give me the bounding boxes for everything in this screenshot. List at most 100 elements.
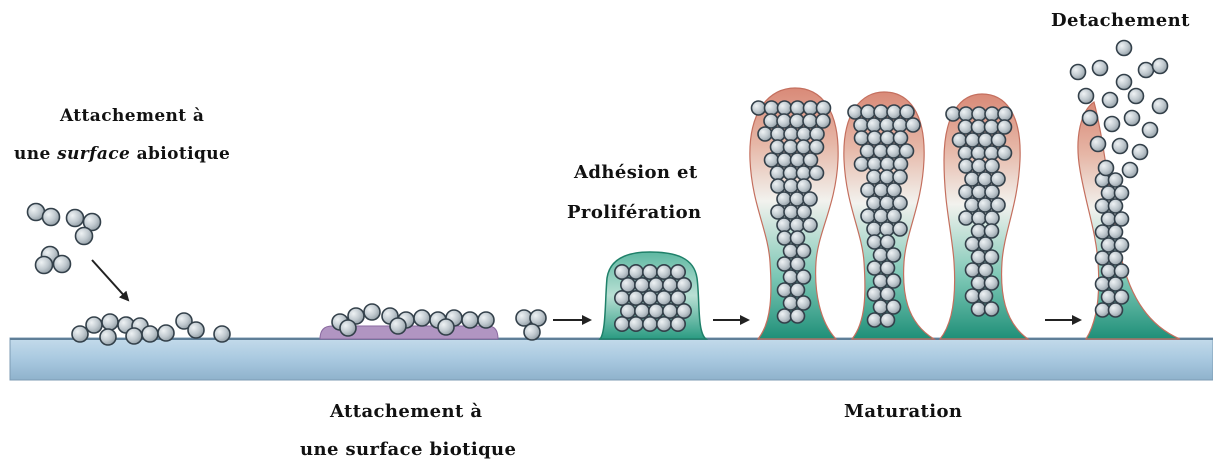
- bacterium-cell: [76, 228, 93, 245]
- bacterium-cell: [629, 317, 643, 331]
- bacterium-cell: [985, 276, 999, 290]
- bacterium-cell: [880, 118, 894, 132]
- bacterium-cell: [893, 196, 907, 210]
- bacterium-cell: [784, 166, 798, 180]
- bacterium-cell: [861, 144, 875, 158]
- bacterium-cell: [791, 309, 805, 323]
- bacterium-cell: [861, 209, 875, 223]
- bacterium-cell: [959, 120, 973, 134]
- bacterium-cell: [985, 107, 999, 121]
- bacterium-cell: [985, 224, 999, 238]
- bacterium-cell: [810, 127, 824, 141]
- bacterium-cell: [158, 325, 174, 341]
- bacterium-cell: [874, 300, 888, 314]
- bacterium-cell: [629, 265, 643, 279]
- bacterium-cell: [777, 114, 791, 128]
- bacterium-cell: [1091, 137, 1106, 152]
- bacterium-cell: [985, 159, 999, 173]
- bacterium-cell: [959, 159, 973, 173]
- bacterium-cell: [635, 304, 649, 318]
- bacterium-cell: [992, 133, 1006, 147]
- bacterium-cell: [867, 170, 881, 184]
- bacterium-cell: [43, 209, 60, 226]
- bacterium-cell: [784, 179, 798, 193]
- bacterium-cell: [972, 185, 986, 199]
- bacterium-cell: [1109, 277, 1123, 291]
- bacterium-cell: [998, 120, 1012, 134]
- bacterium-cell: [649, 304, 663, 318]
- bacterium-cell: [894, 131, 908, 145]
- bacterium-cell: [649, 278, 663, 292]
- bacterium-cell: [1133, 145, 1148, 160]
- bacterium-cell: [86, 317, 102, 333]
- bacterium-cell: [855, 157, 869, 171]
- bacterium-cell: [791, 257, 805, 271]
- bacterium-cell: [1115, 290, 1129, 304]
- bacterium-cell: [972, 107, 986, 121]
- bacterium-cell: [797, 296, 811, 310]
- bacterium-cell: [524, 324, 540, 340]
- bacterium-cell: [790, 218, 804, 232]
- bacterium-cell: [657, 265, 671, 279]
- bacterium-cell: [817, 101, 831, 115]
- bacterium-cell: [881, 131, 895, 145]
- bacterium-cell: [959, 146, 973, 160]
- bacterium-cell: [1096, 251, 1110, 265]
- bacterium-cell: [142, 326, 158, 342]
- bacterium-cell: [1109, 199, 1123, 213]
- bacterium-cell: [1083, 111, 1098, 126]
- bacterium-cell: [972, 120, 986, 134]
- bacterium-cell: [790, 192, 804, 206]
- bacterium-cell: [671, 265, 685, 279]
- bacterium-cell: [671, 317, 685, 331]
- bacterium-cell: [643, 265, 657, 279]
- bacterium-cell: [643, 317, 657, 331]
- bacterium-cell: [67, 210, 84, 227]
- bacterium-cell: [797, 244, 811, 258]
- bacterium-cell: [874, 248, 888, 262]
- bacterium-cell: [880, 196, 894, 210]
- bacterium-cell: [881, 287, 895, 301]
- bacterium-cell: [777, 218, 791, 232]
- bacterium-cell: [784, 140, 798, 154]
- bacterium-cell: [791, 231, 805, 245]
- bacterium-cell: [364, 304, 380, 320]
- bacterium-cell: [791, 283, 805, 297]
- bacterium-cell: [72, 326, 88, 342]
- bacterium-cell: [979, 263, 993, 277]
- bacterium-cell: [1117, 41, 1132, 56]
- bacterium-cell: [188, 322, 204, 338]
- bacterium-cell: [1096, 199, 1110, 213]
- bacterium-cell: [1153, 59, 1168, 74]
- bacterium-cell: [1103, 93, 1118, 108]
- bacterium-cell: [1096, 303, 1110, 317]
- bacterium-cell: [778, 101, 792, 115]
- bacterium-cell: [998, 107, 1012, 121]
- bacterium-cell: [965, 172, 979, 186]
- bacterium-cell: [874, 105, 888, 119]
- bacterium-cell: [758, 127, 772, 141]
- bacterium-cell: [36, 257, 53, 274]
- bacterium-cell: [1113, 139, 1128, 154]
- bacterium-cell: [663, 304, 677, 318]
- bacterium-cell: [959, 211, 973, 225]
- bacterium-cell: [1109, 251, 1123, 265]
- bacterium-cell: [1093, 61, 1108, 76]
- bacterium-cell: [966, 263, 980, 277]
- label-adhesion-line2: Prolifération: [567, 202, 702, 223]
- bacterium-cell: [979, 289, 993, 303]
- bacterium-cell: [985, 302, 999, 316]
- bacterium-cell: [972, 276, 986, 290]
- bacterium-cell: [966, 133, 980, 147]
- bacterium-cell: [657, 317, 671, 331]
- bacterium-cell: [972, 250, 986, 264]
- bacterium-cell: [621, 304, 635, 318]
- bacterium-cell: [985, 185, 999, 199]
- bacterium-cell: [340, 320, 356, 336]
- bacterium-cell: [390, 318, 406, 334]
- bacterium-cell: [874, 274, 888, 288]
- bacterium-cell: [1096, 225, 1110, 239]
- bacterium-cell: [663, 278, 677, 292]
- bacterium-cell: [959, 185, 973, 199]
- bacterium-cell: [791, 153, 805, 167]
